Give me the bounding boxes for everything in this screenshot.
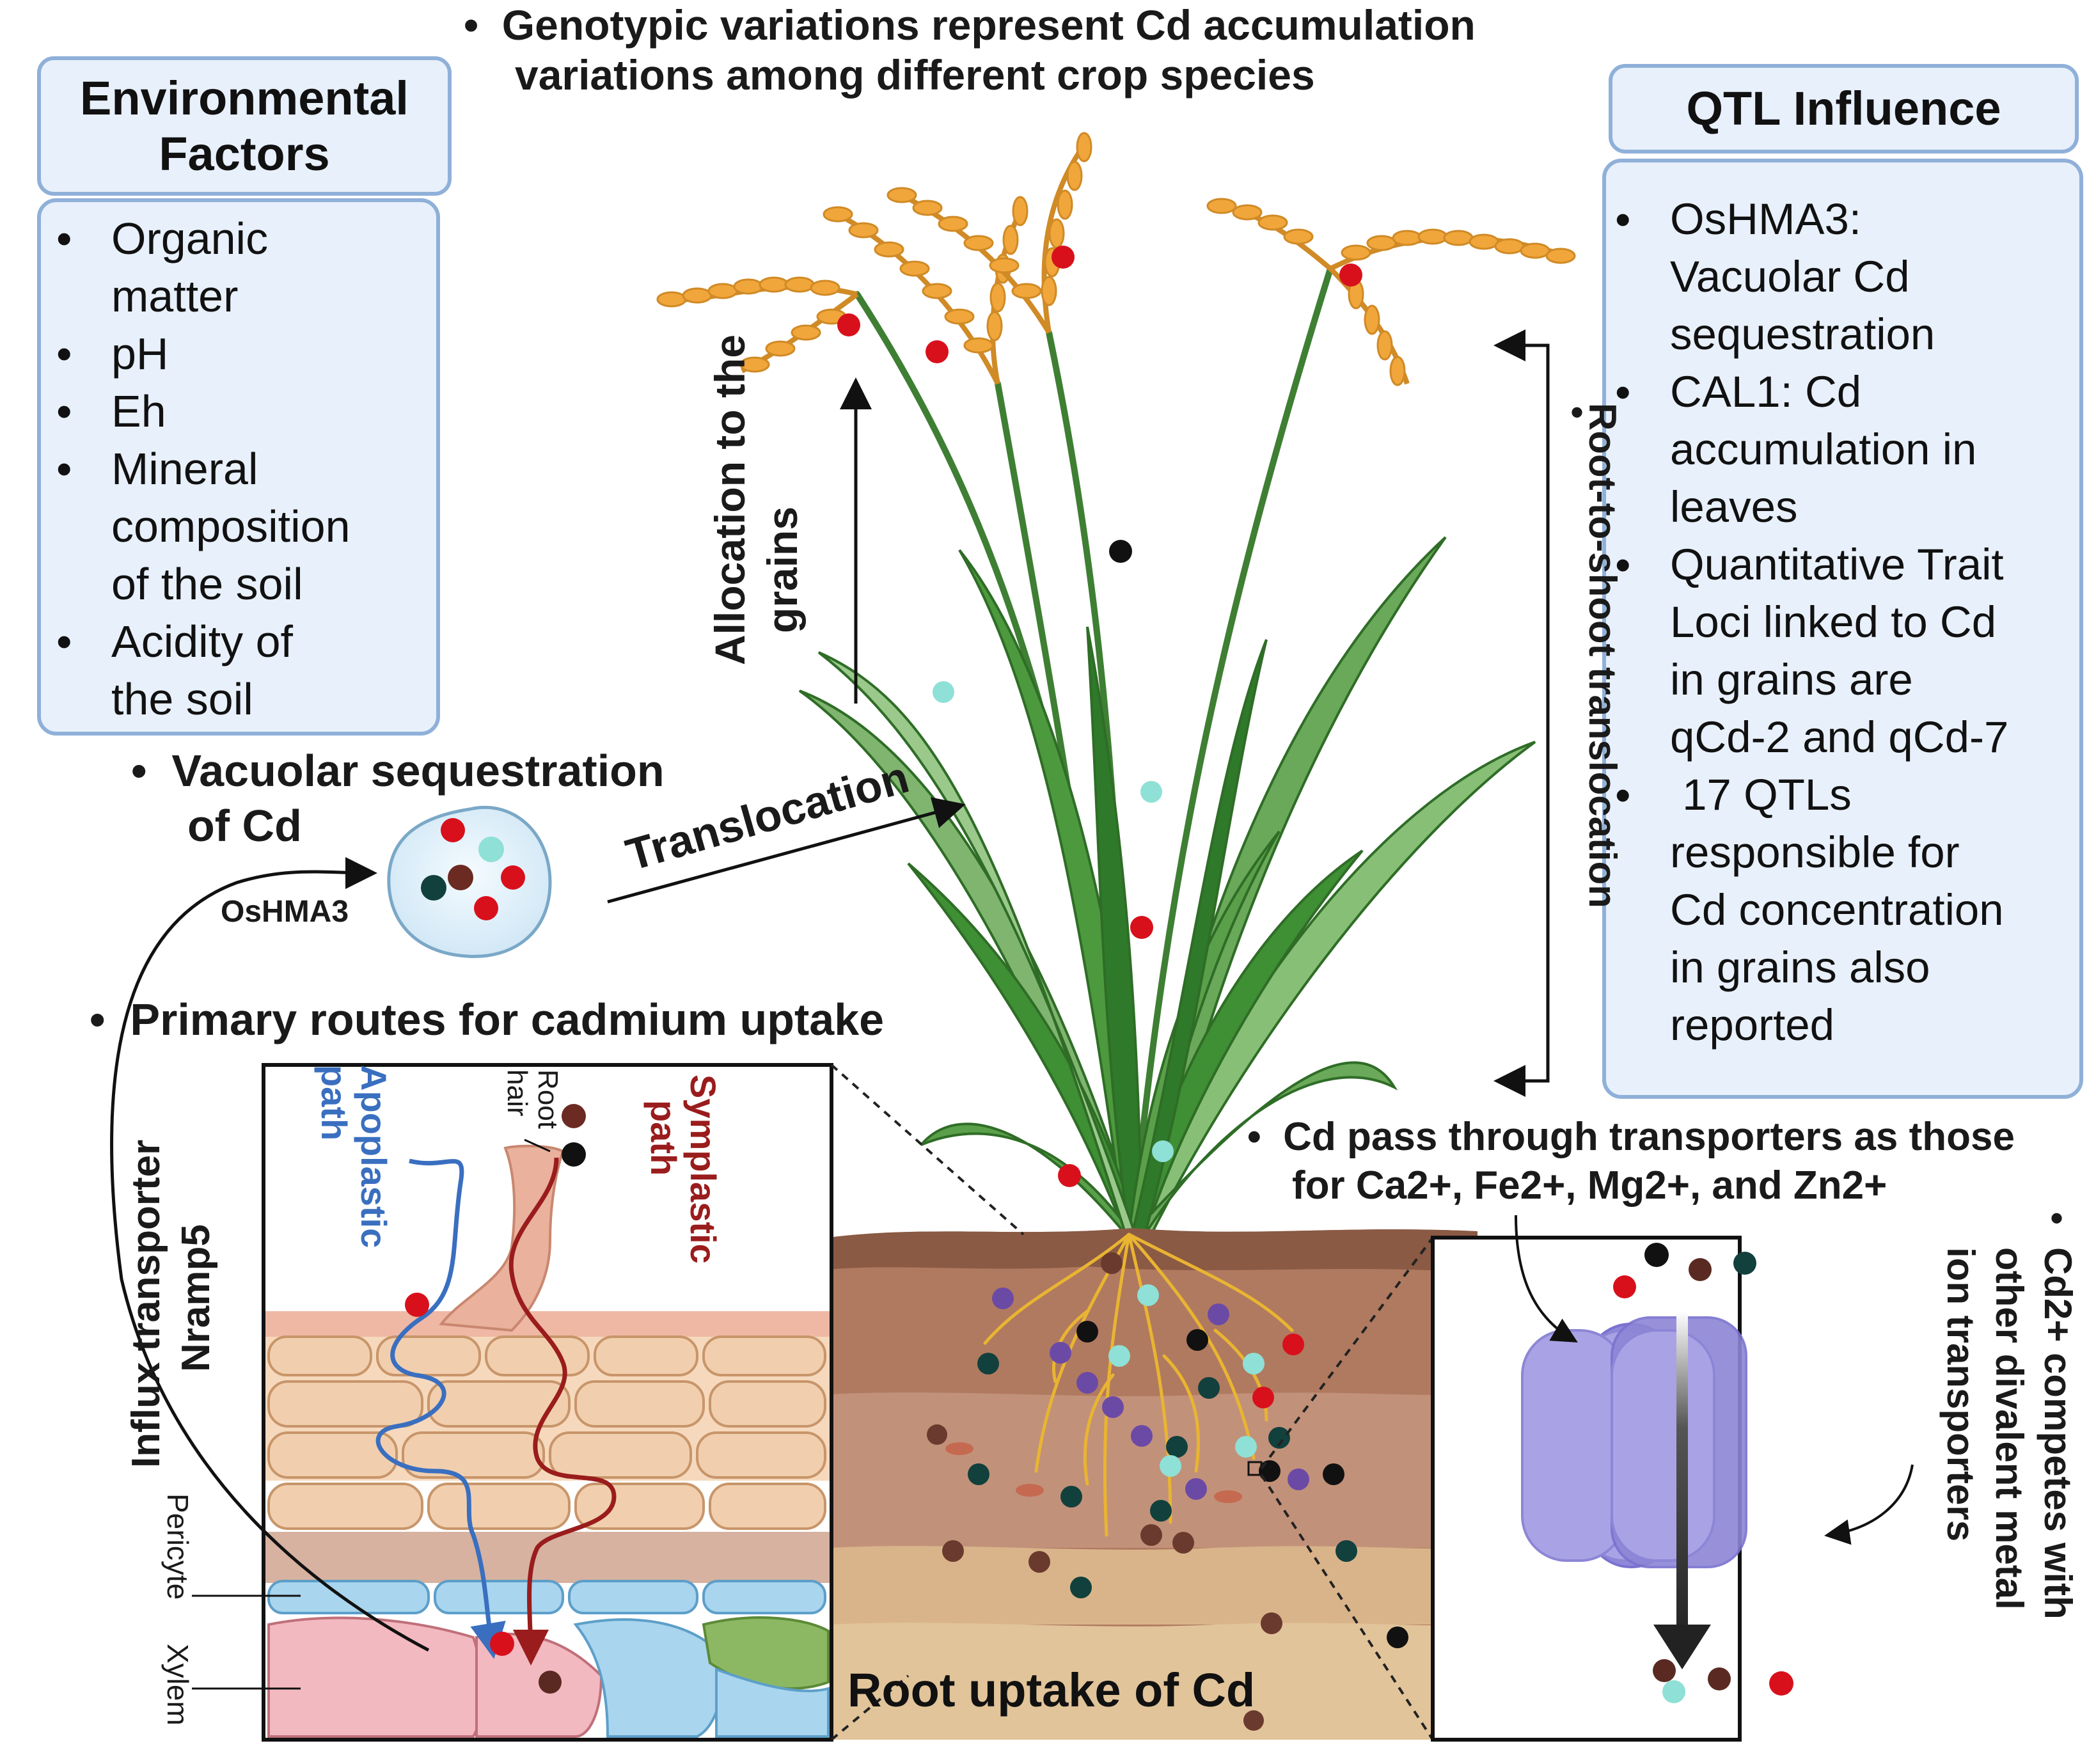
qtl-line: reported [1670,1000,1834,1050]
competes-label-line1: Cd2+ competes with [2037,1247,2079,1619]
panicle-center-left [823,196,1028,385]
apoplastic-label-line1: Apoplastic [354,1065,394,1248]
root-uptake-label: Root uptake of Cd [847,1664,1256,1717]
vacuolar-caption-line2: of Cd [187,801,302,851]
env-factor-line: of the soil [111,559,303,609]
symplastic-label-line1: Symplastic [683,1075,723,1264]
env-factor-line: pH [111,329,169,379]
root-to-shoot-bullet-icon: • [1570,391,1584,434]
cd-pass-line1: Cd pass through transporters as those [1247,1115,2015,1159]
pericyte-label: Pericyte [161,1493,194,1600]
qtl-item: 17 QTLs responsible for Cd concentration… [1615,766,2079,1054]
env-factors-title-line2: Factors [159,127,330,180]
qtl-title: QTL Influence [1686,82,2001,136]
root-hair-label-line1: Root [532,1069,563,1129]
qtl-line: in grains are [1670,655,1913,704]
vacuolar-caption-line1: Vacuolar sequestration [131,746,665,796]
env-factor-line: composition [111,501,351,551]
top-caption: Genotypic variations represent Cd accumu… [464,0,1551,100]
allocation-label-line1: Allocation to the [706,335,753,665]
qtl-line: responsible for [1670,828,1960,877]
competes-label-line3: ion transporters [1939,1247,1982,1542]
soil-profile [828,1228,1477,1740]
competes-label-line2: other divalent metal [1988,1247,2031,1610]
env-factors-list-box: Organic matter pH Eh Mineral composition… [37,198,440,736]
top-caption-line2: variations among different crop species [515,51,1315,98]
qtl-line: OsHMA3: [1670,194,1862,244]
env-factors-title-line1: Environmental [80,71,409,125]
env-factor-line: Acidity of [111,617,293,666]
allocation-label-line2: grains [759,506,806,633]
qtl-line: accumulation in [1670,425,1977,474]
qtl-line: leaves [1670,482,1798,532]
top-caption-line1: Genotypic variations represent Cd accumu… [464,1,1476,49]
root-to-shoot-text: Root-to-shoot translocation [1581,403,1624,908]
influx-transporter-line2: Nramp5 [174,1224,218,1372]
panicle-right [1206,198,1576,386]
qtl-line: Vacuolar Cd [1670,252,1910,301]
xylem-label: Xylem [161,1644,194,1726]
qtl-line: 17 QTLs [1670,770,1852,819]
primary-routes-bullet-icon: • [90,995,130,1044]
apoplastic-label-line2: path [314,1065,354,1141]
vacuole-icon [387,805,552,958]
qtl-list: OsHMA3: Vacuolar Cd sequestration CAL1: … [1606,191,2079,1054]
plant-cd-dots [837,246,1362,1187]
apoplastic-label: Apoplastic path [314,1065,394,1248]
env-factor-item: Mineral composition of the soil [56,440,436,613]
qtl-line: sequestration [1670,310,1935,359]
qtl-line: Loci linked to Cd [1670,597,1997,647]
allocation-label: Allocation to the grains [704,335,808,665]
soil-cd-dots [927,1252,1408,1731]
symplastic-label-line2: path [643,1100,684,1176]
flow-arrows [110,329,1914,1652]
env-factor-item: pH [56,325,436,382]
cd-pass-line2: for Ca2+, Fe2+, Mg2+, and Zn2+ [1292,1163,1887,1208]
qtl-line: Cd concentration [1670,885,2004,934]
env-factors-title: Environmental Factors [80,70,409,182]
panicle-center [886,132,1092,335]
qtl-line: Quantitative Trait [1670,540,2004,589]
influx-transporter-label: Influx transporter Nramp5 [122,1140,221,1468]
env-factor-item: Acidity of the soil [56,613,436,728]
qtl-item: Quantitative Trait Loci linked to Cd in … [1615,536,2079,766]
env-factors-title-box: Environmental Factors [37,56,452,196]
env-factor-item: Organic matter [56,210,436,325]
env-factor-line: Mineral [111,444,258,494]
panicle-left [656,276,859,374]
primary-routes-text: Primary routes for cadmium uptake [130,995,885,1044]
qtl-list-box: OsHMA3: Vacuolar Cd sequestration CAL1: … [1602,159,2083,1099]
env-factor-line: matter [111,271,239,321]
qtl-line: qCd-2 and qCd-7 [1670,713,2009,762]
qtl-item: OsHMA3: Vacuolar Cd sequestration [1615,191,2079,363]
qtl-item: CAL1: Cd accumulation in leaves [1615,363,2079,536]
primary-routes-title: • Primary routes for cadmium uptake [90,995,884,1044]
root-to-shoot-label: Root-to-shoot translocation [1580,403,1625,908]
env-factor-line: Eh [111,386,166,436]
root-hair-label-line2: hair [501,1069,533,1117]
env-factor-line: the soil [111,674,253,724]
env-factor-item: Eh [56,382,436,440]
qtl-line: in grains also [1670,943,1930,992]
oshma3-label: OsHMA3 [221,895,349,929]
symplastic-label: Symplastic path [643,1075,723,1264]
ion-channel-transporter-icon [1431,1236,1793,1742]
rice-plant-illustration [656,132,1576,1238]
zoom-guide-lines [830,1064,1434,1741]
symplastic-path-line [508,1157,617,1666]
vacuolar-caption: Vacuolar sequestration of Cd [131,743,771,853]
root-hair-label: Root hair [501,1069,563,1129]
root-cross-section [192,1063,833,1742]
env-factors-list: Organic matter pH Eh Mineral composition… [41,210,436,728]
qtl-title-box: QTL Influence [1609,64,2079,154]
cd-pass-caption: Cd pass through transporters as those fo… [1247,1113,2015,1210]
qtl-line: CAL1: Cd [1670,367,1862,416]
competes-label: Cd2+ competes with other divalent metal … [1936,1247,2082,1619]
env-factor-line: Organic [111,214,269,264]
competes-bullet-icon: • [2050,1197,2064,1240]
apoplastic-path-line [375,1158,506,1659]
influx-transporter-line1: Influx transporter [124,1139,168,1468]
